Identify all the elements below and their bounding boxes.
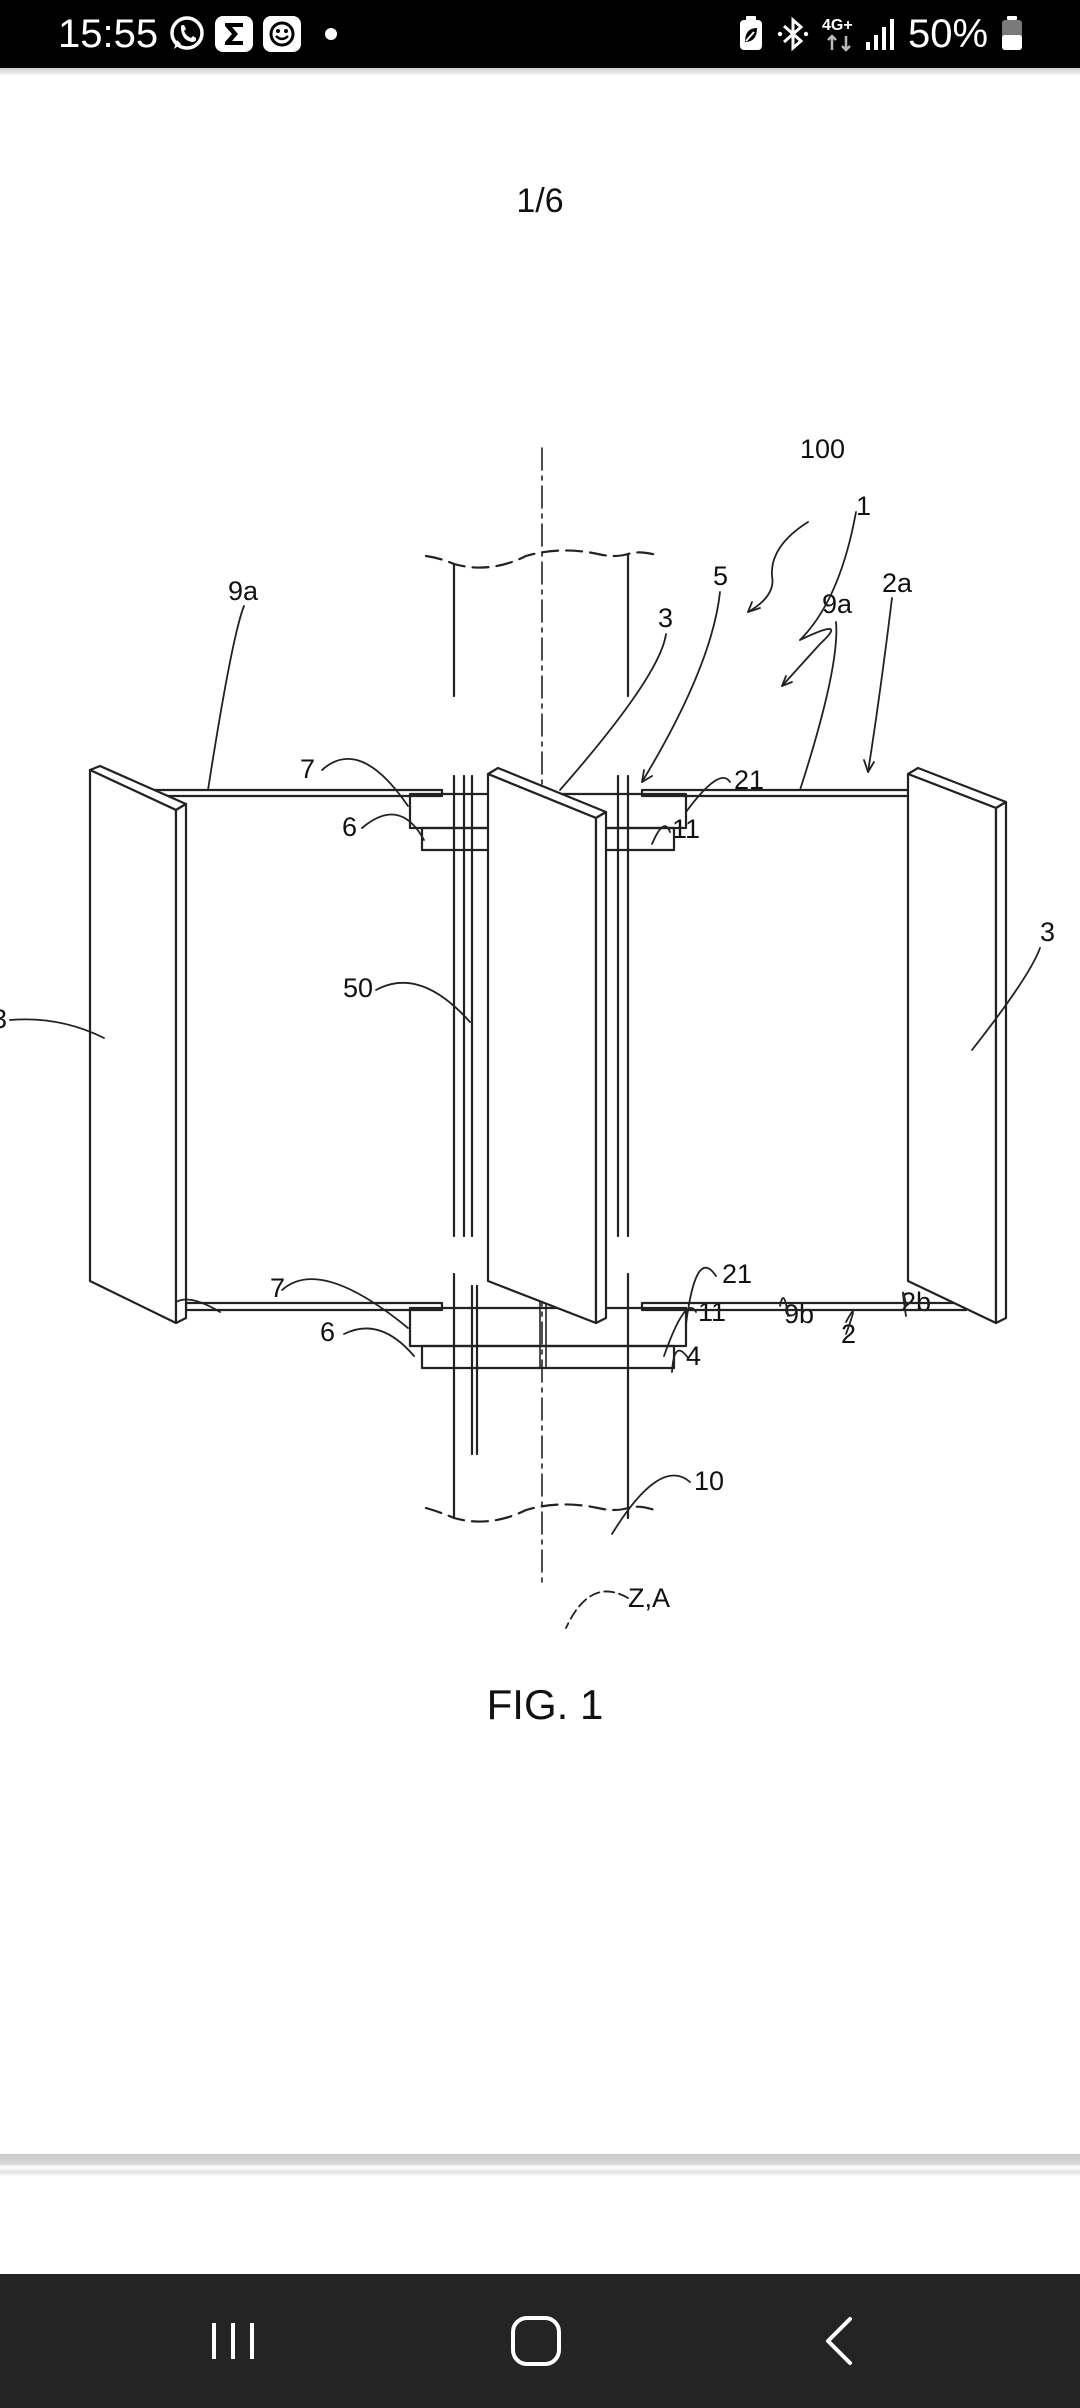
ref-label-3-right: 3: [1040, 917, 1055, 947]
battery-saver-icon: [738, 16, 764, 57]
ref-label-2: 2: [841, 1319, 856, 1349]
network-4g-plus-icon: 4G+: [820, 14, 860, 59]
viewer-bottom-separator: [0, 2154, 1080, 2176]
ref-label-100: 100: [800, 434, 845, 464]
figure-caption: FIG. 1: [487, 1681, 604, 1728]
status-time: 15:55: [58, 12, 159, 56]
home-icon: [511, 2316, 561, 2366]
bluetooth-icon: [776, 16, 810, 57]
ref-label-6-top: 6: [342, 812, 357, 842]
ref-label-7-bottom: 7: [270, 1273, 285, 1303]
battery-icon: [1000, 16, 1024, 57]
recent-apps-button[interactable]: [193, 2301, 273, 2381]
sigma-app-icon: [214, 15, 254, 58]
viewer-top-separator: [0, 68, 1080, 76]
back-icon: [826, 2317, 852, 2365]
ref-label-za: Z,A: [628, 1583, 670, 1613]
ref-label-9a-left: 9a: [228, 576, 259, 606]
ref-label-21-bottom: 21: [722, 1259, 752, 1289]
ref-label-3-left: 3: [0, 1004, 7, 1034]
document-page[interactable]: 1/6 100 1 5 2a 9a 9a 3 7 21 6 11 3 3 50 …: [0, 76, 1080, 2154]
svg-text:4G+: 4G+: [822, 17, 853, 34]
ref-label-10: 10: [694, 1466, 724, 1496]
smiley-app-icon: [262, 15, 302, 58]
navigation-bar: [0, 2274, 1080, 2408]
whatsapp-icon: [168, 15, 206, 58]
recent-apps-icon: [212, 2323, 254, 2359]
ref-label-11-bottom: 11: [698, 1297, 726, 1327]
ref-label-50: 50: [343, 973, 373, 1003]
patent-figure-drawing: 100 1 5 2a 9a 9a 3 7 21 6 11 3 3 50 21 7…: [0, 434, 1055, 1728]
ref-label-4: 4: [686, 1341, 701, 1371]
back-button[interactable]: [800, 2301, 880, 2381]
ref-label-7-top: 7: [300, 754, 315, 784]
next-page-area[interactable]: [0, 2176, 1080, 2274]
ref-label-3-center: 3: [658, 603, 673, 633]
dot-icon: [324, 27, 338, 46]
home-button[interactable]: [496, 2301, 576, 2381]
ref-label-5: 5: [713, 561, 728, 591]
status-bar: 15:55: [0, 0, 1080, 68]
ref-label-1: 1: [856, 491, 871, 521]
signal-icon: [864, 16, 898, 57]
ref-label-2a: 2a: [882, 568, 913, 598]
battery-percent: 50%: [908, 12, 989, 56]
page-number: 1/6: [516, 182, 564, 220]
ref-label-6-bottom: 6: [320, 1317, 335, 1347]
